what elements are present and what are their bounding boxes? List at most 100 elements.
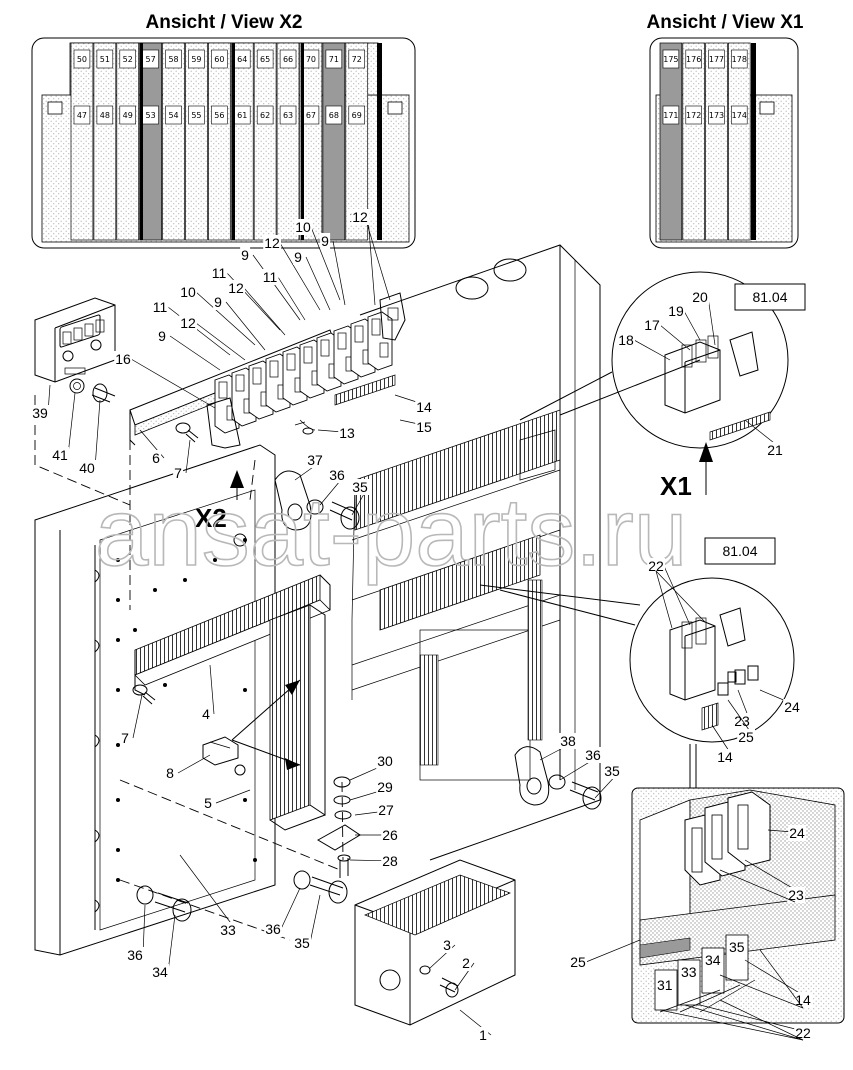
detail-circle-lower: 81.04 xyxy=(479,537,795,790)
door-hole xyxy=(116,688,120,692)
x1-top-label: 176 xyxy=(686,55,701,64)
callout-label-36: 36 xyxy=(329,467,345,483)
x1-separator-bar xyxy=(751,43,756,240)
spacer-8 xyxy=(202,736,239,766)
callout-label-25: 25 xyxy=(738,729,754,745)
callout-leader xyxy=(305,256,331,311)
callout-label-35: 35 xyxy=(294,935,310,951)
callout-label-5: 5 xyxy=(204,795,212,811)
marker-x1: X1 xyxy=(660,471,692,501)
door-hole xyxy=(116,638,120,642)
x2-top-label: 58 xyxy=(168,55,178,64)
callout-halo xyxy=(320,233,331,249)
x2-column-2 xyxy=(116,42,140,241)
callout-label-30: 30 xyxy=(377,753,393,769)
callout-halo xyxy=(240,247,251,263)
x2-top-label: 57 xyxy=(146,55,156,64)
callout-halo xyxy=(165,765,176,781)
callout-leader xyxy=(177,754,211,774)
detail-circle-x1: 81.04 xyxy=(519,271,806,449)
view-x1-title: Ansicht / View X1 xyxy=(647,12,804,33)
display-digits xyxy=(62,319,105,345)
callout-label-9: 9 xyxy=(241,247,249,263)
x1-column-3 xyxy=(728,42,751,241)
callout-label-23: 23 xyxy=(734,713,750,729)
door-hole xyxy=(116,848,120,852)
callout-halo xyxy=(415,399,433,415)
arrow-x1: X1 xyxy=(660,442,713,501)
cable-duct-vertical xyxy=(269,604,326,831)
watermark: ansat-parts.ru xyxy=(95,479,687,586)
callout-halo xyxy=(794,992,812,1008)
view-x2: Ansicht / View X2 5047514852495753585459… xyxy=(31,12,416,249)
x1-top-label: 178 xyxy=(732,55,747,64)
washer-bolt-35-36-lower-left xyxy=(293,870,348,904)
callout-leader xyxy=(142,904,146,956)
callout-label-41: 41 xyxy=(52,447,68,463)
callout-label-9: 9 xyxy=(294,249,302,265)
x2-top-label: 70 xyxy=(306,55,316,64)
x2-column-4 xyxy=(162,42,185,241)
display-module xyxy=(34,297,116,403)
code-box-lower xyxy=(704,537,776,565)
callout-leader xyxy=(659,1009,804,1041)
callout-label-8: 8 xyxy=(166,765,174,781)
zoom-box-detail: 31 33 34 35 xyxy=(631,787,845,1024)
x2-top-label: 59 xyxy=(191,55,201,64)
callout-halo xyxy=(338,425,356,441)
callout-leader xyxy=(367,216,376,306)
callout-leader xyxy=(167,306,231,356)
x1-column-1 xyxy=(682,42,705,241)
x2-top-label: 71 xyxy=(329,55,339,64)
callout-label-21: 21 xyxy=(767,442,783,458)
callout-leader xyxy=(310,226,341,301)
callout-label-34: 34 xyxy=(152,964,168,980)
callout-leader xyxy=(225,301,266,351)
ground-stack-26-30 xyxy=(316,776,361,878)
callout-label-11: 11 xyxy=(212,265,227,281)
callout-halo xyxy=(151,450,162,466)
zoom-mark-2: 34 xyxy=(705,952,721,968)
callout-label-10: 10 xyxy=(295,219,311,235)
door-hole xyxy=(116,743,120,747)
x1-bottom-label: 171 xyxy=(663,111,678,120)
callout-leader xyxy=(94,399,101,469)
callout-leader xyxy=(169,335,221,371)
callout-halo xyxy=(263,235,281,251)
callout-halo xyxy=(794,1025,812,1041)
callout-halo xyxy=(306,452,324,468)
x2-column-9 xyxy=(276,42,300,241)
callout-label-15: 15 xyxy=(416,419,432,435)
x2-bottom-label: 69 xyxy=(352,111,362,120)
callout-label-36: 36 xyxy=(585,747,601,763)
callout-halo xyxy=(179,315,197,331)
x2-column-0 xyxy=(70,42,94,241)
door-hole xyxy=(116,558,120,562)
callout-halo xyxy=(376,753,394,769)
x2-separator-bar xyxy=(232,43,235,240)
callout-label-35: 35 xyxy=(352,479,368,495)
callout-leader xyxy=(655,570,706,623)
door-hole xyxy=(253,858,257,862)
screw-7-upper xyxy=(175,422,199,443)
relay-detail-x1 xyxy=(664,331,771,441)
callout-label-18: 18 xyxy=(618,332,634,348)
x2-bottom-label: 54 xyxy=(168,111,178,120)
callout-label-22: 22 xyxy=(795,1025,811,1041)
callout-halo xyxy=(603,763,621,779)
door-hole xyxy=(153,588,157,592)
callout-leader xyxy=(195,322,246,361)
callout-label-1: 1 xyxy=(479,1027,487,1043)
zoom-terminal-marks: 31 33 34 35 xyxy=(654,934,749,1011)
callout-label-4: 4 xyxy=(202,706,210,722)
door-hole xyxy=(183,578,187,582)
callout-leader xyxy=(699,1004,812,1034)
door-notch xyxy=(94,639,100,653)
x2-column-11 xyxy=(322,42,346,241)
x1-top-label: 175 xyxy=(663,55,678,64)
callout-label-39: 39 xyxy=(32,405,48,421)
callout-leader xyxy=(683,310,701,341)
x2-separator-bar xyxy=(377,43,382,240)
callout-label-38: 38 xyxy=(560,733,576,749)
